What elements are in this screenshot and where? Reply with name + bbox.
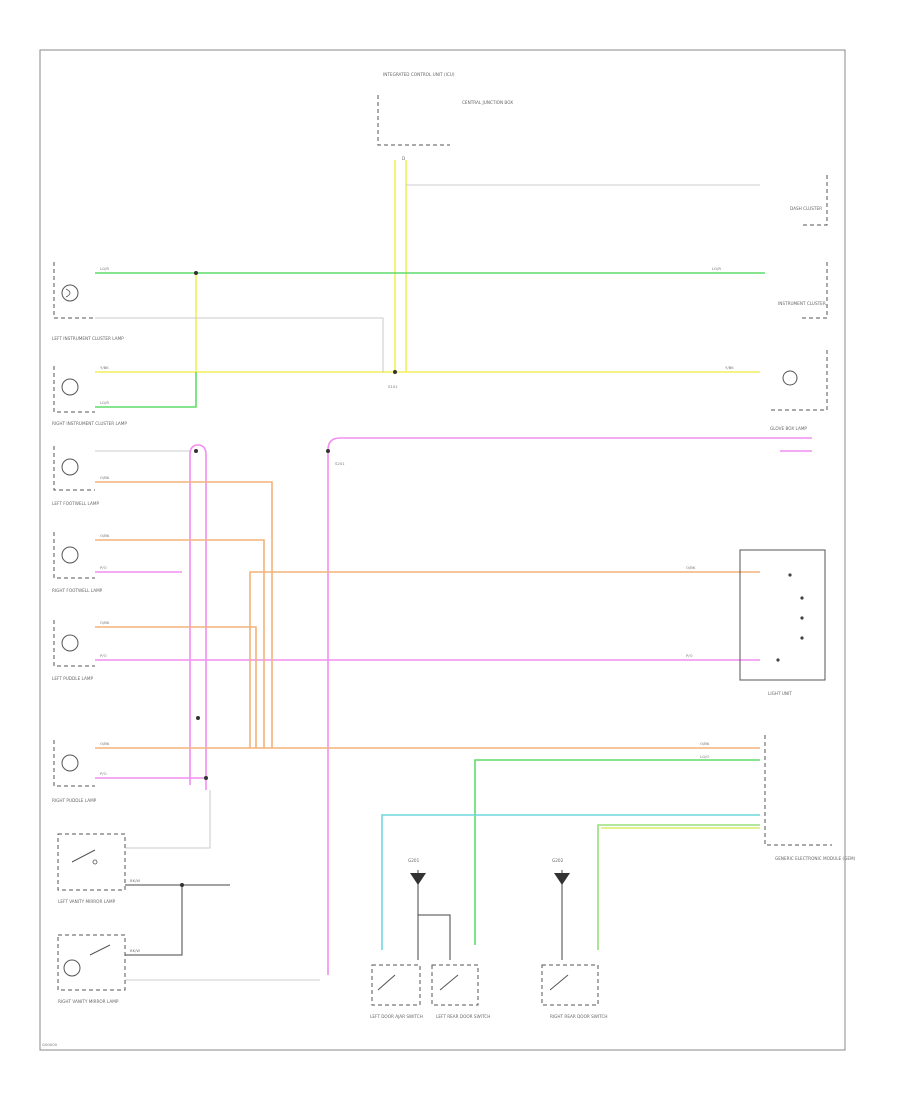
left-instrument-lamp: LEFT INSTRUMENT CLUSTER LAMP xyxy=(52,262,124,341)
glove-box-lamp: GLOVE BOX LAMP xyxy=(770,350,828,431)
splice-dot-7 xyxy=(204,776,208,780)
wire-tag-p-o-1: P/O xyxy=(100,565,107,570)
splice-dot-6 xyxy=(180,883,184,887)
left-puddle-lamp-label: LEFT PUDDLE LAMP xyxy=(52,676,93,681)
wire-tag-o-bk-4: O/BK xyxy=(100,741,110,746)
left-rear-door-switch: LEFT REAR DOOR SWITCH xyxy=(431,964,490,1019)
left-footwell-lamp: LEFT FOOTWELL LAMP xyxy=(52,446,99,506)
wire-tag-bk-w-2: BK/W xyxy=(130,948,140,953)
left-door-ajar-label: LEFT DOOR AJAR SWITCH xyxy=(370,1014,423,1019)
instrument-cluster: INSTRUMENT CLUSTER xyxy=(778,262,828,319)
wire-teal xyxy=(381,814,760,950)
wire-tag-o-bk-right: O/BK xyxy=(686,565,696,570)
top-module-subtitle: CENTRAL JUNCTION BOX xyxy=(462,100,513,105)
splice-dot-2 xyxy=(393,370,397,374)
right-vanity-lamp: RIGHT VANITY MIRROR LAMP xyxy=(57,934,126,1004)
left-footwell-lamp-label: LEFT FOOTWELL LAMP xyxy=(52,501,99,506)
splice-label-s2: S201 xyxy=(335,461,345,466)
wire-tag-lg-o: LG/O xyxy=(700,754,709,759)
wire-tag-bk-w-1: BK/W xyxy=(130,878,140,883)
right-puddle-lamp-label: RIGHT PUDDLE LAMP xyxy=(52,798,97,803)
light-unit-label: LIGHT UNIT xyxy=(768,691,792,696)
wire-tag-y-bk-right: Y/BK xyxy=(725,365,734,370)
diagram-frame xyxy=(39,49,846,1051)
wire-green-left-lower xyxy=(95,372,197,408)
wire-tag-p-o-2: P/O xyxy=(100,653,107,658)
right-rear-door-label: RIGHT REAR DOOR SWITCH xyxy=(550,1014,608,1019)
left-vanity-lamp-label: LEFT VANITY MIRROR LAMP xyxy=(58,899,116,904)
wire-tag-o-bk-5: O/BK xyxy=(700,741,710,746)
ground-right-label: G202 xyxy=(552,858,564,863)
top-module: INTEGRATED CONTROL UNIT (ICU) CENTRAL JU… xyxy=(377,72,513,161)
wire-orange-light-unit xyxy=(249,571,760,748)
wire-tag-o-bk-2: O/BK xyxy=(100,533,110,538)
wire-tag-o-bk-1: O/BK xyxy=(100,475,110,480)
ground-right-icon: G202 xyxy=(552,858,570,885)
wire-tag-lg-r-lower: LG/R xyxy=(100,400,109,405)
right-vanity-lamp-label: RIGHT VANITY MIRROR LAMP xyxy=(58,999,119,1004)
wire-tag-y-bk-left: Y/BK xyxy=(100,365,109,370)
wire-pink-right xyxy=(327,437,812,975)
footer-code: G00000 xyxy=(42,1042,58,1047)
dash-cluster: DASH CLUSTER xyxy=(790,175,828,226)
body-module-label: GENERIC ELECTRONIC MODULE (GEM) xyxy=(775,856,856,861)
splice-dot-5 xyxy=(196,716,200,720)
wire-orange-footwell-right xyxy=(95,539,265,748)
left-door-ajar-switch: LEFT DOOR AJAR SWITCH xyxy=(370,964,423,1019)
top-module-title: INTEGRATED CONTROL UNIT (ICU) xyxy=(383,72,455,77)
wire-black-vanity-drop xyxy=(125,885,183,956)
wire-orange-footwell-left xyxy=(95,481,273,748)
ground-left-icon: G201 xyxy=(408,858,426,885)
right-footwell-lamp-label: RIGHT FOOTWELL LAMP xyxy=(52,588,103,593)
wire-tag-p-o-3: P/O xyxy=(100,771,107,776)
wire-gray-vanity xyxy=(125,790,211,849)
wire-tag-p-o-right: P/O xyxy=(686,653,693,658)
left-rear-door-label: LEFT REAR DOOR SWITCH xyxy=(436,1014,490,1019)
ground-left-label: G201 xyxy=(408,858,420,863)
left-vanity-lamp: LEFT VANITY MIRROR LAMP xyxy=(57,833,126,904)
wire-tag-lg-r-left: LG/R xyxy=(100,266,109,271)
splice-label-s1: S101 xyxy=(388,384,398,389)
wire-gray-left xyxy=(95,317,384,372)
wire-orange-puddle xyxy=(95,626,257,748)
left-puddle-lamp: LEFT PUDDLE LAMP xyxy=(52,620,95,681)
splice-dot-1 xyxy=(194,271,198,275)
body-module: GENERIC ELECTRONIC MODULE (GEM) xyxy=(764,735,856,861)
dash-cluster-label: DASH CLUSTER xyxy=(790,206,822,211)
splice-dot-3 xyxy=(194,449,198,453)
splice-dot-4 xyxy=(326,449,330,453)
right-puddle-lamp: RIGHT PUDDLE LAMP xyxy=(52,740,97,803)
wire-green-lower xyxy=(474,759,760,945)
wire-tag-lg-r-right: LG/R xyxy=(712,266,721,271)
instrument-cluster-label: INSTRUMENT CLUSTER xyxy=(778,301,826,306)
right-rear-door-switch: RIGHT REAR DOOR SWITCH xyxy=(541,964,608,1019)
right-instrument-lamp-label: RIGHT INSTRUMENT CLUSTER LAMP xyxy=(52,421,127,426)
right-instrument-lamp: RIGHT INSTRUMENT CLUSTER LAMP xyxy=(52,366,127,426)
light-unit: LIGHT UNIT xyxy=(739,549,826,696)
wire-black-ground-mid xyxy=(418,914,451,960)
wire-tag-o-bk-3: O/BK xyxy=(100,620,110,625)
wire-lightgreen xyxy=(597,824,760,950)
right-footwell-lamp: RIGHT FOOTWELL LAMP xyxy=(52,532,103,593)
left-instrument-lamp-label: LEFT INSTRUMENT CLUSTER LAMP xyxy=(52,336,124,341)
glove-box-lamp-label: GLOVE BOX LAMP xyxy=(770,426,807,431)
wire-pink-left-a xyxy=(189,444,207,790)
top-module-pin: D xyxy=(402,156,405,161)
